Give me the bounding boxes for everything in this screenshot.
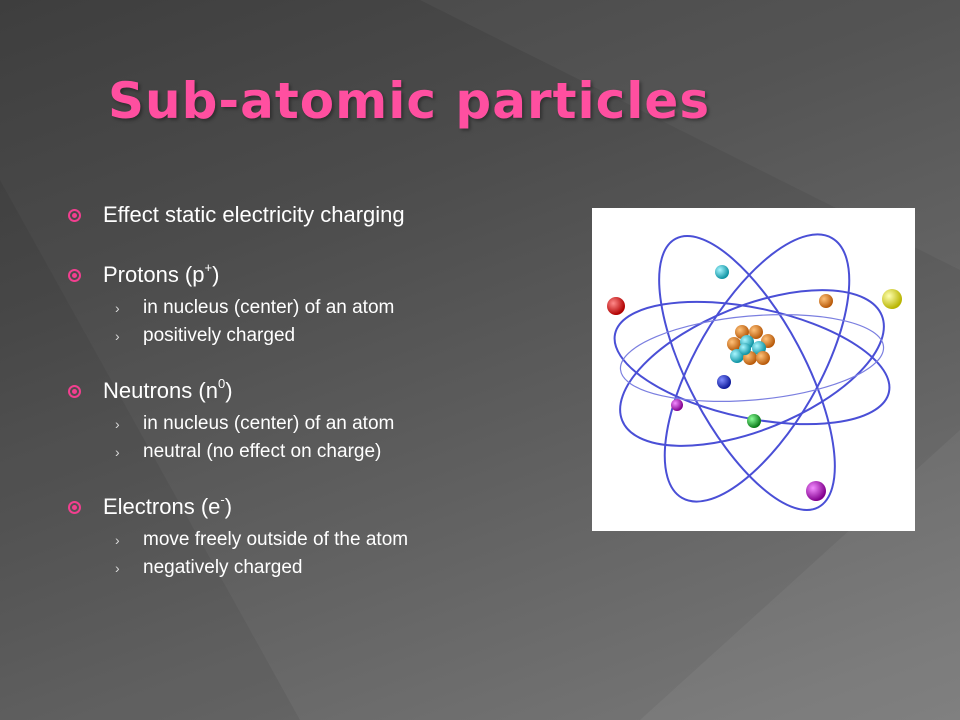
electron-icons bbox=[607, 265, 902, 501]
circle-bullet-icon bbox=[68, 500, 81, 514]
bullet-group-static: Effect static electricity charging bbox=[68, 196, 568, 234]
bullet-item-label: Protons (p bbox=[103, 262, 205, 287]
sub-item: ›positively charged bbox=[115, 325, 296, 346]
slide-title: Sub-atomic particles bbox=[108, 72, 711, 130]
sub-item: ›neutral (no effect on charge) bbox=[115, 441, 382, 462]
bullet-item-suffix: ) bbox=[224, 494, 233, 519]
chevron-right-icon: › bbox=[115, 560, 120, 576]
charge-superscript: - bbox=[220, 491, 225, 507]
bullet-item-protons: Protons (p+) bbox=[68, 256, 568, 294]
bullet-item-label: Neutrons (n bbox=[103, 378, 218, 403]
atom-model-icon bbox=[607, 233, 902, 511]
sub-list: ›move freely outside of the atom ›negati… bbox=[115, 526, 568, 582]
bullet-list: Effect static electricity charging Proto… bbox=[68, 196, 568, 604]
chevron-right-icon: › bbox=[115, 444, 120, 460]
orbit-lines bbox=[613, 233, 891, 511]
bullet-group-neutrons: Neutrons (n0) ›in nucleus (center) of an… bbox=[68, 372, 568, 466]
sub-list: ›in nucleus (center) of an atom ›neutral… bbox=[115, 410, 568, 466]
bullet-item-electrons: Electrons (e-) bbox=[68, 488, 568, 526]
bullet-group-protons: Protons (p+) ›in nucleus (center) of an … bbox=[68, 256, 568, 350]
chevron-right-icon: › bbox=[115, 328, 120, 344]
circle-bullet-icon bbox=[68, 268, 81, 282]
bullet-item-suffix: ) bbox=[212, 262, 220, 287]
chevron-right-icon: › bbox=[115, 532, 120, 548]
charge-superscript: 0 bbox=[217, 375, 226, 391]
nucleus-icon bbox=[727, 325, 775, 365]
sub-item: ›negatively charged bbox=[115, 557, 303, 578]
bullet-item-label: Electrons (e bbox=[103, 494, 221, 519]
chevron-right-icon: › bbox=[115, 416, 120, 432]
circle-bullet-icon bbox=[68, 208, 81, 222]
circle-bullet-icon bbox=[68, 384, 81, 398]
chevron-right-icon: › bbox=[115, 300, 120, 316]
bullet-item-suffix: ) bbox=[225, 378, 233, 403]
bullet-item-neutrons: Neutrons (n0) bbox=[68, 372, 568, 410]
bullet-item-label: Effect static electricity charging bbox=[103, 202, 405, 227]
sub-item: ›in nucleus (center) of an atom bbox=[115, 297, 395, 318]
atom-image bbox=[592, 208, 915, 531]
charge-superscript: + bbox=[204, 259, 213, 275]
sub-item: ›in nucleus (center) of an atom bbox=[115, 413, 395, 434]
sub-item: ›move freely outside of the atom bbox=[115, 529, 409, 550]
bullet-group-electrons: Electrons (e-) ›move freely outside of t… bbox=[68, 488, 568, 582]
sub-list: ›in nucleus (center) of an atom ›positiv… bbox=[115, 294, 568, 350]
bullet-item-static: Effect static electricity charging bbox=[68, 196, 568, 234]
